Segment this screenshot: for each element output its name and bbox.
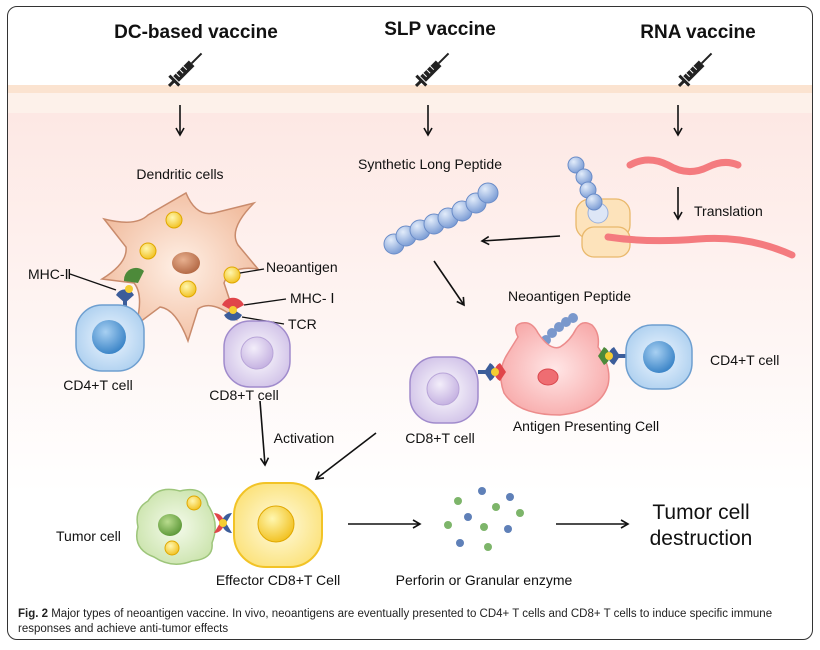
tcr-stem [618,354,628,358]
mhc1-receptor [222,297,244,311]
tcr-cd4-right [608,347,620,365]
membrane-band [8,85,812,93]
cd8-t-cell-left [223,320,291,388]
figure-caption: Fig. 2 Major types of neoantigen vaccine… [18,607,808,637]
neoantigen-dot [165,211,183,229]
dendritic-cell [99,191,260,344]
label-synthetic-long-peptide: Synthetic Long Peptide [358,156,502,172]
tcr-stem [478,370,486,374]
ribosome [575,198,631,258]
peptide-dot [491,368,499,376]
neoantigen-dot [139,242,157,260]
label-cd4-right: CD4+T cell [710,352,779,368]
header-dc-vaccine: DC-based vaccine [114,22,278,43]
arrow-activation-right [314,432,377,480]
label-effector-cd8: Effector CD8+T Cell [216,572,340,588]
peptide-dot [605,352,613,360]
neoantigen-dot [223,266,241,284]
syringe-icon [414,52,450,88]
tcr-stem [123,299,127,307]
pointer-mhc1 [243,298,287,306]
pointer-mhc2 [69,273,117,291]
pointer-neoantigen [239,268,265,274]
membrane-band-inner [8,93,812,113]
cd4-t-cell-right [625,324,693,390]
mhc2-receptor-apc [598,347,610,365]
header-rna-vaccine: RNA vaccine [640,22,755,43]
label-tcr: TCR [288,316,317,332]
dc-nucleus [172,252,200,274]
label-perforin: Perforin or Granular enzyme [396,572,573,588]
peptide-dot [219,519,227,527]
header-slp-vaccine: SLP vaccine [384,19,496,40]
neoantigen-dot [186,495,202,511]
label-cd8-left: CD8+T cell [209,387,278,403]
syringe-icon [167,52,203,88]
mhc1-receptor-tumor [214,513,224,533]
label-tumor-cell-destruction-1: Tumor cell [652,501,749,524]
label-cd8-mid: CD8+T cell [405,430,474,446]
tcr-effector [222,513,232,533]
rna-strand-bottom [604,233,796,259]
arrow-activation-left [259,400,270,467]
label-antigen-presenting-cell: Antigen Presenting Cell [513,418,659,434]
label-mhc1: MHC- Ⅰ [290,290,335,306]
neoantigen-dot [164,540,180,556]
cd4-t-cell-left [75,304,145,372]
mhc2-receptor [123,267,144,283]
syringe-icon [677,52,713,88]
tcr-cd8-mid [484,363,496,381]
peptide-dot [125,285,133,293]
label-translation: Translation [694,203,763,219]
label-neoantigen-peptide: Neoantigen Peptide [508,288,631,304]
label-mhc2: MHC-Ⅱ [28,266,71,282]
synthetic-long-peptide [383,182,499,255]
caption-text: Major types of neoantigen vaccine. In vi… [18,608,773,635]
arrow-slp-to-apc [433,260,465,307]
nascent-peptide [567,156,603,211]
antigen-presenting-cell [500,321,610,416]
diagram-canvas: DC-based vaccine SLP vaccine RNA vaccine… [8,19,812,588]
label-activation: Activation [274,430,335,446]
caption-prefix: Fig. 2 [18,608,49,620]
effector-cd8-t-cell [233,482,323,568]
mhc1-receptor-apc [494,363,506,381]
perforin-granules [444,487,524,551]
tcr-cd8 [224,309,242,321]
label-dendritic-cells: Dendritic cells [136,166,223,182]
label-cd4-left: CD4+T cell [63,377,132,393]
label-tumor-cell-destruction-2: destruction [650,527,753,550]
arrow-translation-to-slp [480,235,561,246]
cd8-t-cell-mid [409,356,479,424]
figure-frame: DC-based vaccine SLP vaccine RNA vaccine… [7,6,813,640]
rna-strand-top [626,156,742,175]
neoantigen-dot [179,280,197,298]
label-tumor-cell: Tumor cell [56,528,121,544]
label-neoantigen: Neoantigen [266,259,338,275]
peptide-dot [229,306,237,314]
